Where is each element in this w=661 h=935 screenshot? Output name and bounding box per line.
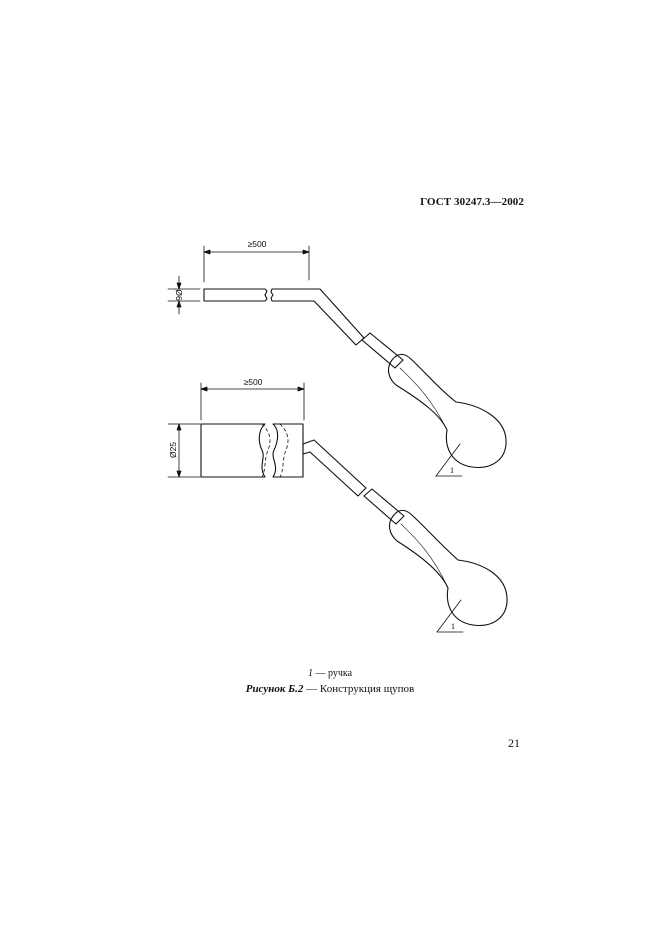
probe-thick-rod-bent bbox=[302, 439, 367, 497]
probe-thick-rod-right bbox=[272, 423, 304, 478]
probe-thin-length-label: ≥500 bbox=[248, 239, 267, 249]
caption-text: — Конструкция щупов bbox=[306, 683, 415, 695]
probe-thin-rod-end bbox=[361, 332, 404, 369]
probe-thick-handle-contour bbox=[400, 523, 449, 589]
probe-thick-callout-number: 1 bbox=[451, 621, 455, 631]
probe-thick-callout: 1 bbox=[436, 599, 464, 633]
probe-thin-callout: 1 bbox=[435, 443, 463, 477]
figure-legend: 1 — ручка bbox=[180, 668, 480, 679]
caption-label: Рисунок Б.2 bbox=[245, 683, 304, 695]
probe-thin-diameter-dimension: Ø6 bbox=[167, 275, 201, 315]
probe-thick-length-dimension: ≥500 bbox=[200, 377, 305, 421]
probe-thick-rod-right-break bbox=[279, 423, 289, 478]
probe-thin-rod-left bbox=[203, 288, 268, 302]
probe-thick-drawing: ≥500 Ø25 bbox=[167, 377, 508, 633]
probe-thick-diameter-label: Ø25 bbox=[168, 442, 178, 458]
probe-thick-rod-left bbox=[200, 423, 266, 478]
probe-thin-length-dimension: ≥500 bbox=[203, 239, 310, 283]
legend-text: — ручка bbox=[315, 668, 353, 679]
figure-caption: Рисунок Б.2 — Конструкция щупов bbox=[160, 683, 500, 695]
probe-thin-drawing: ≥500 Ø6 bbox=[167, 239, 507, 477]
probe-thick-diameter-dimension: Ø25 bbox=[167, 423, 201, 478]
probe-thick-rod-end bbox=[363, 488, 405, 525]
probe-thick-length-label: ≥500 bbox=[244, 377, 263, 387]
probe-thin-handle bbox=[387, 353, 507, 468]
probe-thin-diameter-label: Ø6 bbox=[174, 289, 184, 301]
probe-thick-handle bbox=[388, 509, 508, 626]
page-number: 21 bbox=[508, 736, 520, 750]
probe-thin-handle-contour bbox=[399, 367, 448, 431]
probe-thin-rod-bent bbox=[270, 288, 365, 346]
probe-thick-rod-left-break bbox=[261, 423, 271, 478]
probe-thin-callout-number: 1 bbox=[450, 465, 454, 475]
standard-header: ГОСТ 30247.3—2002 bbox=[420, 196, 524, 208]
legend-number: 1 bbox=[307, 668, 313, 679]
